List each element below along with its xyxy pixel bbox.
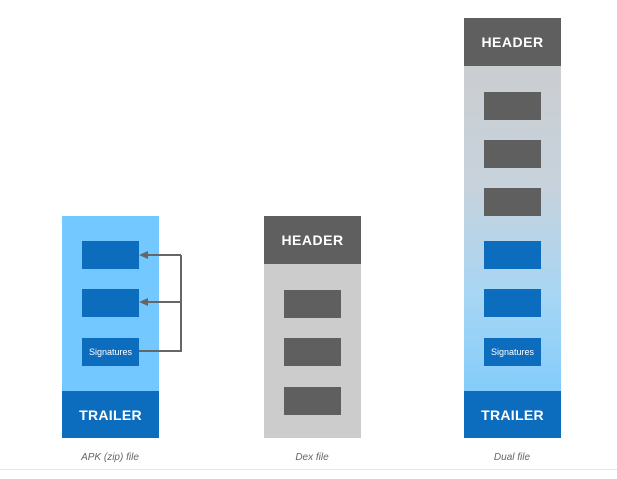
dual-signatures-block: Signatures [484, 338, 541, 366]
dex-entry-2 [284, 338, 341, 366]
apk-trailer-block: TRAILER [62, 391, 159, 438]
dual-dex-entry-2 [484, 140, 541, 168]
dual-dex-entry-3 [484, 188, 541, 216]
dual-file-column: HEADER Signatures TRAILER [464, 18, 561, 438]
dual-header-block: HEADER [464, 18, 561, 66]
dex-entry-3 [284, 387, 341, 415]
apk-file-column: Signatures TRAILER [62, 216, 159, 438]
dual-caption: Dual file [493, 452, 531, 463]
apk-entry-1 [82, 241, 139, 269]
apk-entry-2 [82, 289, 139, 317]
dual-trailer-block: TRAILER [464, 391, 561, 438]
dual-zip-entry-2 [484, 289, 541, 317]
apk-signatures-block: Signatures [82, 338, 139, 366]
dex-header-block: HEADER [264, 216, 361, 264]
dual-dex-entry-1 [484, 92, 541, 120]
signature-bracket-line [139, 255, 182, 352]
dex-caption: Dex file [295, 452, 329, 463]
bottom-divider [0, 469, 617, 470]
dex-file-column: HEADER [264, 216, 361, 438]
apk-caption: APK (zip) file [81, 452, 139, 463]
dex-entry-1 [284, 290, 341, 318]
arrow-to-entry-1-head [139, 251, 148, 259]
arrow-to-entry-2-head [139, 298, 148, 306]
dual-zip-entry-1 [484, 241, 541, 269]
